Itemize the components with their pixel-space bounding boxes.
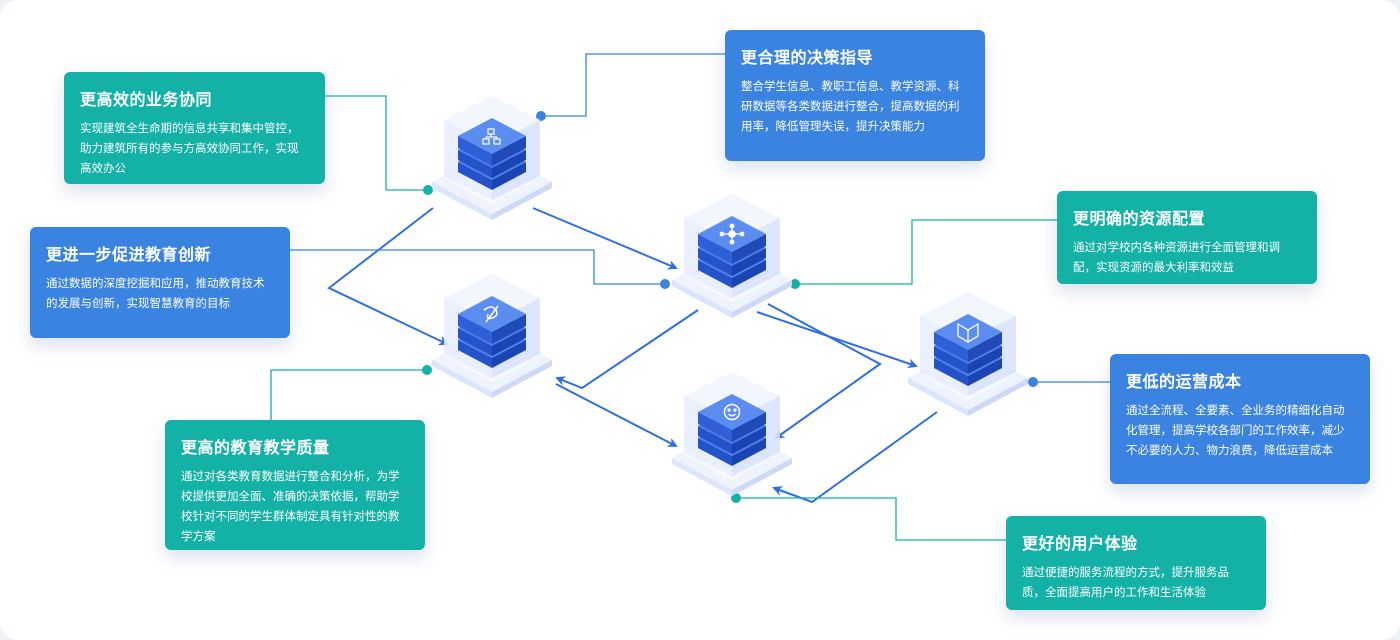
card-education-innovation: 更进一步促进教育创新 通过数据的深度挖掘和应用，推动教育技术的发展与创新，实现智… <box>30 227 290 338</box>
card-title: 更明确的资源配置 <box>1073 209 1206 228</box>
swirl-icon <box>483 305 499 323</box>
card-operating-cost: 更低的运营成本 通过全流程、全要素、全业务的精细化自动化管理，提高学校各部门的工… <box>1110 354 1370 484</box>
card-title: 更合理的决策指导 <box>741 48 874 67</box>
card-title: 更好的用户体验 <box>1022 534 1138 553</box>
node-center <box>672 194 792 318</box>
card-business-collaboration: 更高效的业务协同 实现建筑全生命期的信息共享和集中管控，助力建筑所有的参与方高效… <box>64 72 325 184</box>
card-resource-allocation: 更明确的资源配置 通过对学校内各种资源进行全面管理和调配，实现资源的最大利率和效… <box>1057 191 1317 284</box>
node-topleft <box>432 96 552 220</box>
card-description: 通过数据的深度挖掘和应用，推动教育技术的发展与创新，实现智慧教育的目标 <box>46 276 265 310</box>
node-midleft <box>432 274 552 398</box>
book-icon <box>957 322 979 343</box>
card-description: 整合学生信息、教职工信息、教学资源、科研数据等各类数据进行整合，提高数据的利用率… <box>741 79 960 133</box>
flow-arrows <box>327 207 938 504</box>
card-description: 通过全流程、全要素、全业务的精细化自动化管理，提高学校各部门的工作效率，减少不必… <box>1126 403 1345 457</box>
card-description: 实现建筑全生命期的信息共享和集中管控，助力建筑所有的参与方高效协同工作，实现高效… <box>80 121 299 175</box>
card-title: 更低的运营成本 <box>1126 372 1242 391</box>
card-teaching-quality: 更高的教育教学质量 通过对各类教育数据进行整合和分析，为学校提供更加全面、准确的… <box>165 420 425 550</box>
hierarchy-icon <box>482 128 501 145</box>
connector-lines <box>270 53 1110 541</box>
card-description: 通过对各类教育数据进行整合和分析，为学校提供更加全面、准确的决策依据，帮助学校针… <box>181 469 400 543</box>
node-bottom <box>672 372 792 496</box>
card-user-experience: 更好的用户体验 通过便捷的服务流程的方式，提升服务品质，全面提高用户的工作和生活… <box>1006 516 1266 610</box>
network-icon <box>719 223 745 245</box>
smile-icon <box>723 403 741 421</box>
card-description: 通过对学校内各种资源进行全面管理和调配，实现资源的最大利率和效益 <box>1073 240 1280 274</box>
card-title: 更进一步促进教育创新 <box>46 245 212 264</box>
card-description: 通过便捷的服务流程的方式，提升服务品质，全面提高用户的工作和生活体验 <box>1022 565 1229 599</box>
card-title: 更高效的业务协同 <box>80 90 213 109</box>
card-title: 更高的教育教学质量 <box>181 438 330 457</box>
card-decision-guidance: 更合理的决策指导 整合学生信息、教职工信息、教学资源、科研数据等各类数据进行整合… <box>725 30 985 161</box>
node-right <box>908 292 1028 416</box>
